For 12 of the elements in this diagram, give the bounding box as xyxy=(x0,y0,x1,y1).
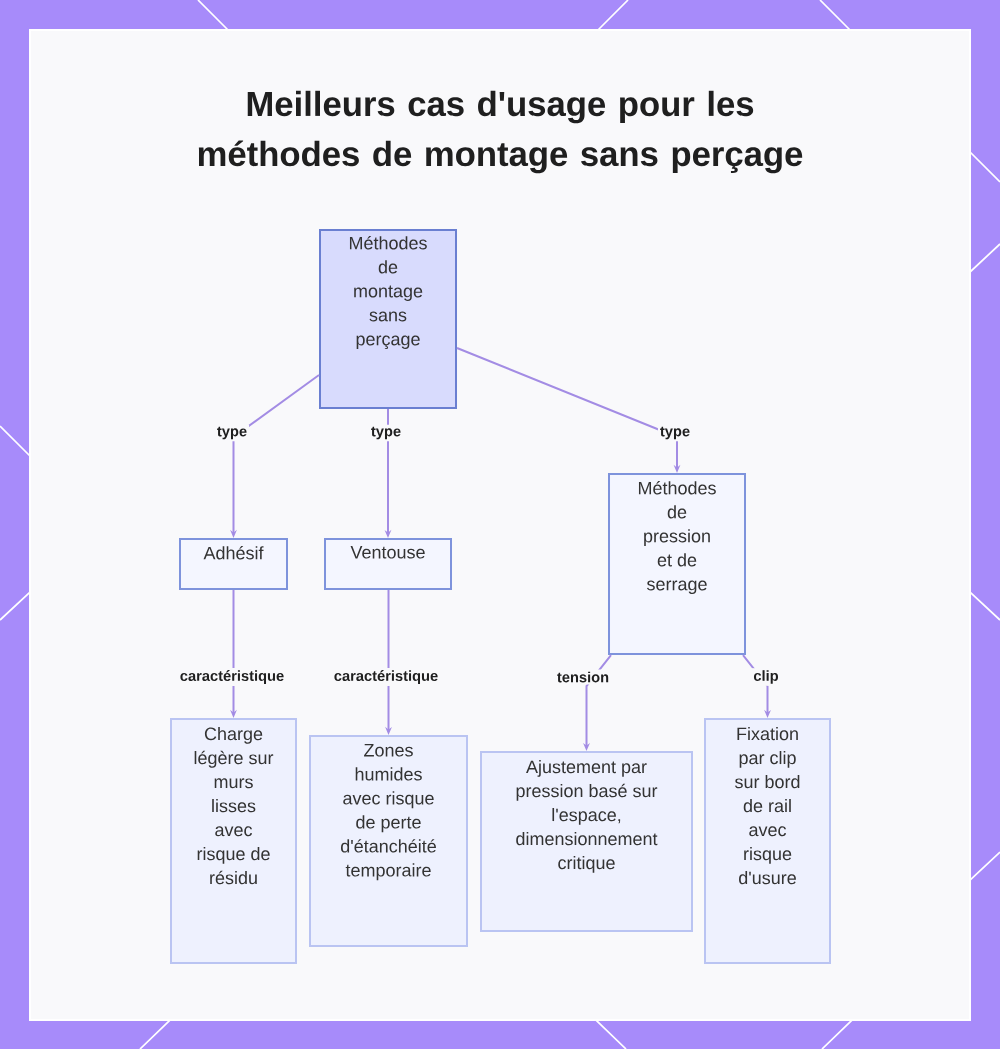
root-box: Méthodes de montage sans perçage xyxy=(319,229,457,409)
edge-label: caractéristique xyxy=(177,668,287,686)
text-box: Méthodes de pression et de serrage xyxy=(608,473,746,655)
text-box: Zones humides avec risque de perte d'étanchéité temporaire xyxy=(309,735,468,947)
text-box: Ajustement par pression basé sur l'espace, dimensionnement critique xyxy=(480,751,693,932)
text-box: Ventouse xyxy=(324,538,452,590)
text-box: Charge légère sur murs lisses avec risque de résidu xyxy=(170,718,297,964)
edge-label: clip xyxy=(751,668,781,686)
edge-label: caractéristique xyxy=(331,668,441,686)
text-box: Adhésif xyxy=(179,538,288,590)
title: Meilleurs cas d'usage pour les méthodes de montage sans perçage xyxy=(198,90,803,174)
text-box: Fixation par clip sur bord de rail avec risque d'usure xyxy=(704,718,831,964)
